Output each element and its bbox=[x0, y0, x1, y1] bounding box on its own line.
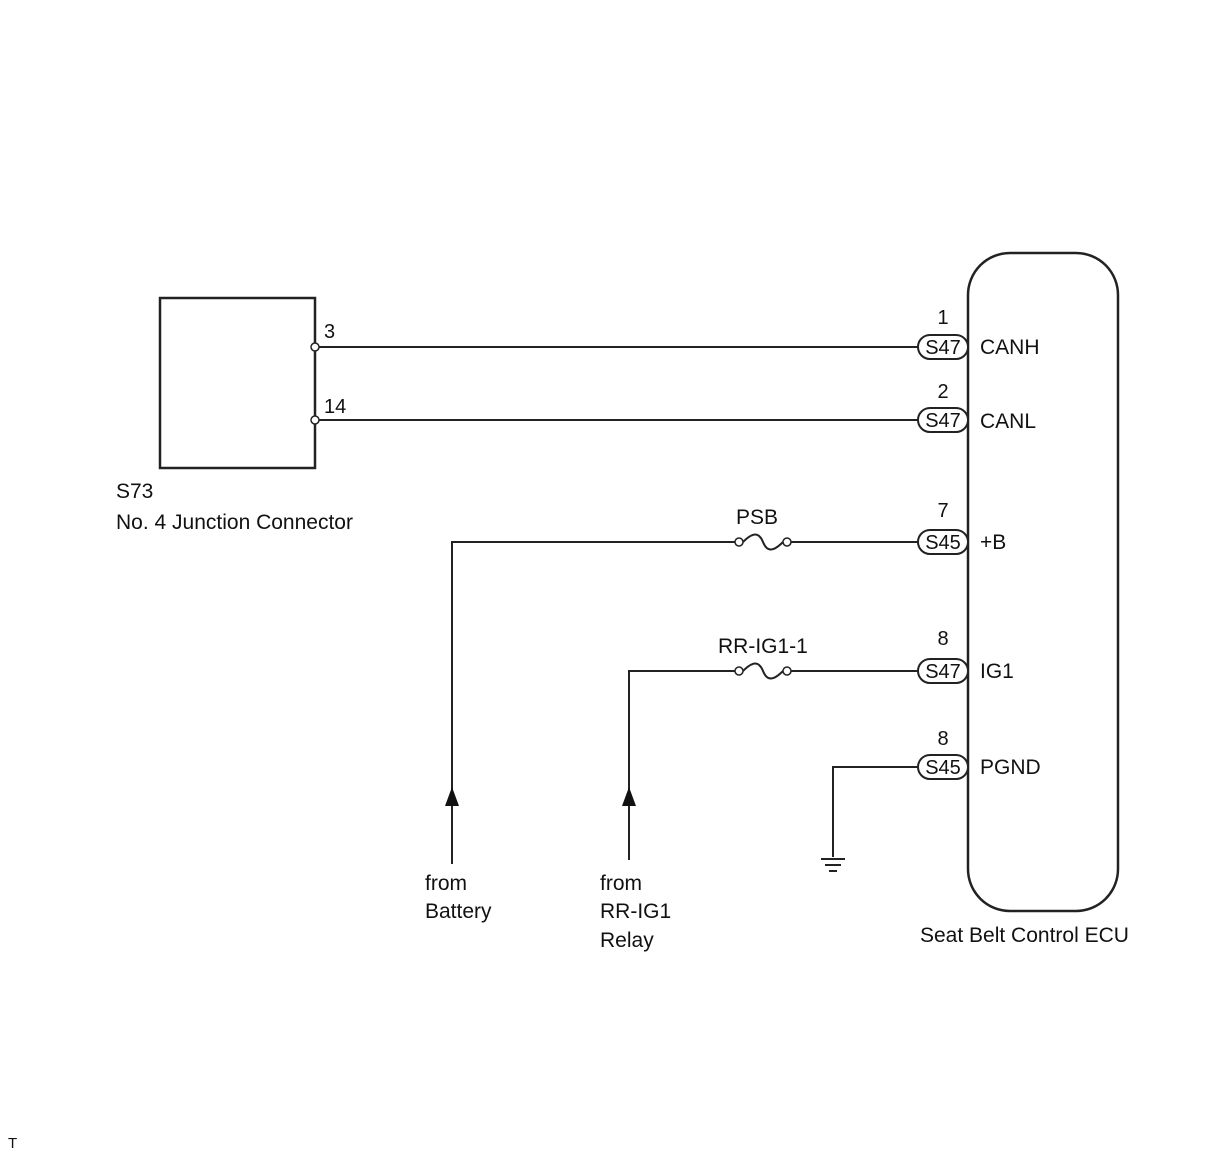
relay-label-line-1: from bbox=[600, 872, 642, 895]
terminal-pin-number: 8 bbox=[937, 728, 948, 750]
connector-code: S47 bbox=[925, 661, 961, 683]
junction-pin-3-label: 3 bbox=[324, 321, 335, 343]
terminal-signal: +B bbox=[980, 531, 1006, 554]
junction-pin-14-point bbox=[310, 415, 320, 425]
junction-name: No. 4 Junction Connector bbox=[116, 511, 353, 534]
connector-code: S45 bbox=[925, 532, 961, 554]
fuse-rr-ig1-1-icon bbox=[734, 662, 792, 680]
junction-pin-3-point bbox=[310, 342, 320, 352]
terminal-pin-number: 8 bbox=[937, 628, 948, 650]
terminal-pin-number: 1 bbox=[937, 307, 948, 329]
relay-arrow-icon bbox=[622, 787, 636, 806]
connector-code: S47 bbox=[925, 410, 961, 432]
ecu-box bbox=[966, 251, 1120, 913]
connector-pill bbox=[917, 529, 969, 555]
junction-connector-box bbox=[158, 296, 317, 470]
connector-pill bbox=[917, 658, 969, 684]
terminal-signal: CANL bbox=[980, 410, 1036, 433]
relay-label-line-3: Relay bbox=[600, 929, 654, 952]
terminal-b-plus: S45 7 +B bbox=[917, 500, 1006, 555]
terminal-canh: S47 1 CANH bbox=[917, 307, 1040, 360]
wire-battery bbox=[451, 541, 735, 805]
connector-code: S45 bbox=[925, 757, 961, 779]
fuse-rr-ig1-1-label: RR-IG1-1 bbox=[718, 635, 808, 658]
fuse-psb-icon bbox=[734, 533, 792, 551]
ground-icon bbox=[821, 858, 845, 872]
terminal-signal: IG1 bbox=[980, 660, 1014, 683]
terminal-pin-number: 7 bbox=[937, 500, 948, 522]
connector-pill bbox=[917, 407, 969, 433]
junction-code: S73 bbox=[116, 480, 153, 503]
terminal-signal: PGND bbox=[980, 756, 1041, 779]
terminal-canl: S47 2 CANL bbox=[917, 381, 1036, 433]
terminal-signal: CANH bbox=[980, 336, 1040, 359]
battery-label-line-2: Battery bbox=[425, 900, 492, 923]
battery-label-line-1: from bbox=[425, 872, 467, 895]
wire-ground bbox=[832, 766, 918, 857]
junction-pin-14-label: 14 bbox=[324, 396, 346, 418]
wire-relay bbox=[628, 670, 735, 805]
connector-pill bbox=[917, 754, 969, 780]
terminal-pgnd: S45 8 PGND bbox=[917, 728, 1041, 780]
terminal-pin-number: 2 bbox=[937, 381, 948, 403]
relay-label-line-2: RR-IG1 bbox=[600, 900, 671, 923]
connector-code: S47 bbox=[925, 337, 961, 359]
ecu-name: Seat Belt Control ECU bbox=[920, 924, 1129, 947]
fuse-psb-label: PSB bbox=[736, 506, 778, 529]
terminal-ig1: S47 8 IG1 bbox=[917, 628, 1014, 684]
battery-arrow-icon bbox=[445, 787, 459, 806]
connector-pill bbox=[917, 334, 969, 360]
footer-mark: T bbox=[8, 1135, 17, 1152]
